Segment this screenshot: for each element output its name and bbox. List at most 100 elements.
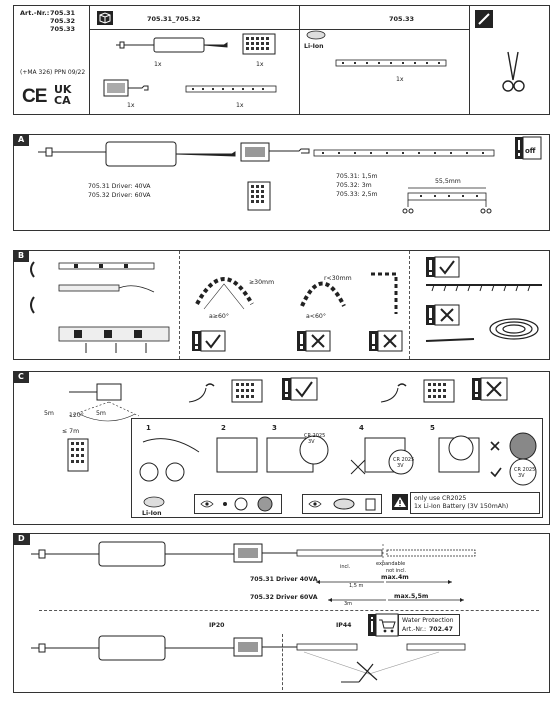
d-expandable-label: expandable: [376, 561, 406, 567]
qty-controller: 1x: [127, 102, 135, 109]
c-step-1: 1: [146, 424, 151, 432]
header-divider-2: [89, 29, 469, 30]
c-eye-icon-1: [200, 500, 214, 508]
d-not-incl-label: not incl.: [386, 568, 407, 574]
c-eye-icon-2: [308, 500, 322, 508]
c-battery-volt-1: 3V: [308, 439, 315, 445]
c-step-2: 2: [221, 424, 226, 432]
c-sensor-to-remote-bad: [380, 379, 455, 403]
led-strip-icon-705-33: [335, 59, 447, 67]
b-angle-bad: a<60°: [306, 313, 326, 320]
art-number-2: 705.32: [50, 17, 76, 25]
d-system-diagram-top: [31, 541, 476, 567]
d-water-protection-panel: [398, 614, 460, 636]
tool-icon: [475, 10, 493, 28]
section-b-tag: B: [13, 250, 30, 262]
c-steps-illustrations: [142, 432, 537, 486]
d-incl-label: incl.: [340, 564, 351, 570]
qty-driver: 1x: [154, 61, 162, 68]
b-divider-2: [409, 251, 410, 359]
driver-with-plug-icon: [116, 37, 228, 53]
a-controller-icon: [240, 142, 310, 162]
a-length-line-1: 705.31: 1,5m: [336, 173, 378, 180]
c-battery-steps-panel: [131, 418, 543, 518]
c-battery-type-2: CR 2025: [393, 457, 415, 463]
c-angle: 120°: [69, 412, 84, 419]
a-spacing-label: 55,5mm: [435, 178, 461, 185]
d-ip44-zone-line: [282, 634, 283, 690]
header-divider-3: [299, 6, 300, 114]
art-number-1: 705.31: [50, 9, 76, 17]
c-do-items: [333, 498, 376, 511]
section-d: D incl. expandable not incl. 705.31 Driv…: [13, 533, 550, 693]
c-battery-type-1: CR 2025: [304, 433, 326, 439]
qty-remote: 1x: [256, 61, 264, 68]
coin-battery-icon: [306, 30, 326, 40]
b-bend-ok-diagram: [195, 277, 254, 310]
section-b: B ≥30mm a≥60° r<30mm a<60°: [13, 250, 550, 360]
header-divider-4: [469, 6, 470, 114]
c-battery-volt-2: 3V: [397, 463, 404, 469]
c-controller-range-diagram: [68, 383, 140, 422]
c-step-5: 5: [430, 424, 435, 432]
d-system-diagram-bottom: [31, 635, 466, 683]
b-radius-ok: ≥30mm: [249, 279, 275, 286]
d-separator: [39, 610, 539, 611]
ukca-mark-bottom: CA: [54, 94, 71, 107]
c-warning-icon: [392, 494, 408, 510]
b-strip-laid-out: [426, 284, 542, 292]
b-cross-icon-1: [297, 330, 331, 352]
d-row1-model: 705.31: [250, 576, 274, 583]
c-sensor-to-remote-ok: [188, 379, 263, 403]
led-strip-icon: [185, 85, 277, 93]
c-check-icon: [282, 377, 318, 401]
b-mounting-diagram: [30, 261, 170, 353]
b-divider-1: [179, 251, 180, 359]
section-c: C 5m 120° 5m ≤ 7m 1 2 3 4 5: [13, 371, 550, 525]
c-liion-coin-icon: [143, 496, 165, 508]
a-off-label: off: [525, 147, 536, 155]
c-range: ≤ 7m: [62, 428, 80, 435]
d-row2-model: 705.32: [250, 594, 274, 601]
section-c-tag: C: [13, 371, 29, 383]
a-driver-line-1: 705.31 Driver: 40VA: [88, 183, 151, 190]
d-row1-arrows: [316, 580, 452, 584]
d-len2: 3m: [344, 601, 353, 607]
d-row2-max: max.5,5m: [394, 593, 429, 600]
a-off-icon: [515, 136, 542, 160]
qty-strip-705-33: 1x: [396, 76, 404, 83]
scissors-icon: [502, 51, 525, 92]
c-dist-left: 5m: [44, 410, 54, 417]
d-row2-driver: Driver 60VA: [276, 594, 318, 601]
a-cut-diagram: [402, 187, 492, 214]
c-battery-volt-3: 3V: [518, 473, 525, 479]
c-dont-items: [223, 496, 273, 512]
b-check-icon-1: [192, 330, 226, 352]
art-label: Art.-Nr.:: [20, 9, 50, 17]
group2-title: 705.33: [389, 15, 415, 23]
c-disposal-icons: [139, 462, 185, 482]
header-divider-1: [89, 6, 90, 114]
c-step-4: 4: [359, 424, 364, 432]
d-row1-max: max.4m: [381, 574, 409, 581]
a-plug-driver-diagram: [38, 141, 236, 167]
b-radius-bad: r<30mm: [324, 275, 352, 282]
d-row2-arrows: [328, 598, 464, 602]
c-dist-right: 5m: [96, 410, 106, 417]
c-cross-icon: [472, 377, 508, 401]
d-ip20: IP20: [209, 622, 225, 629]
controller-icon: [103, 79, 149, 97]
b-angle-ok: a≥60°: [209, 313, 229, 320]
d-water-art-number: 702.47: [429, 626, 453, 633]
c-note-line-2: 1x Li-Ion Battery (3V 150mAh): [414, 503, 509, 510]
b-cross-icon-3: [426, 304, 460, 326]
c-dont-panel: [194, 494, 282, 514]
b-corner-diagram: [371, 272, 398, 314]
a-length-line-2: 705.32: 3m: [336, 182, 372, 189]
section-d-tag: D: [13, 533, 30, 545]
package-icon: [97, 11, 113, 25]
marking-line: (+MA 326) PPN 09/22: [20, 69, 86, 76]
group1-title: 705.31_705.32: [147, 15, 201, 23]
c-battery-type-3: CR 2025: [514, 467, 536, 473]
remote-icon: [242, 33, 276, 55]
